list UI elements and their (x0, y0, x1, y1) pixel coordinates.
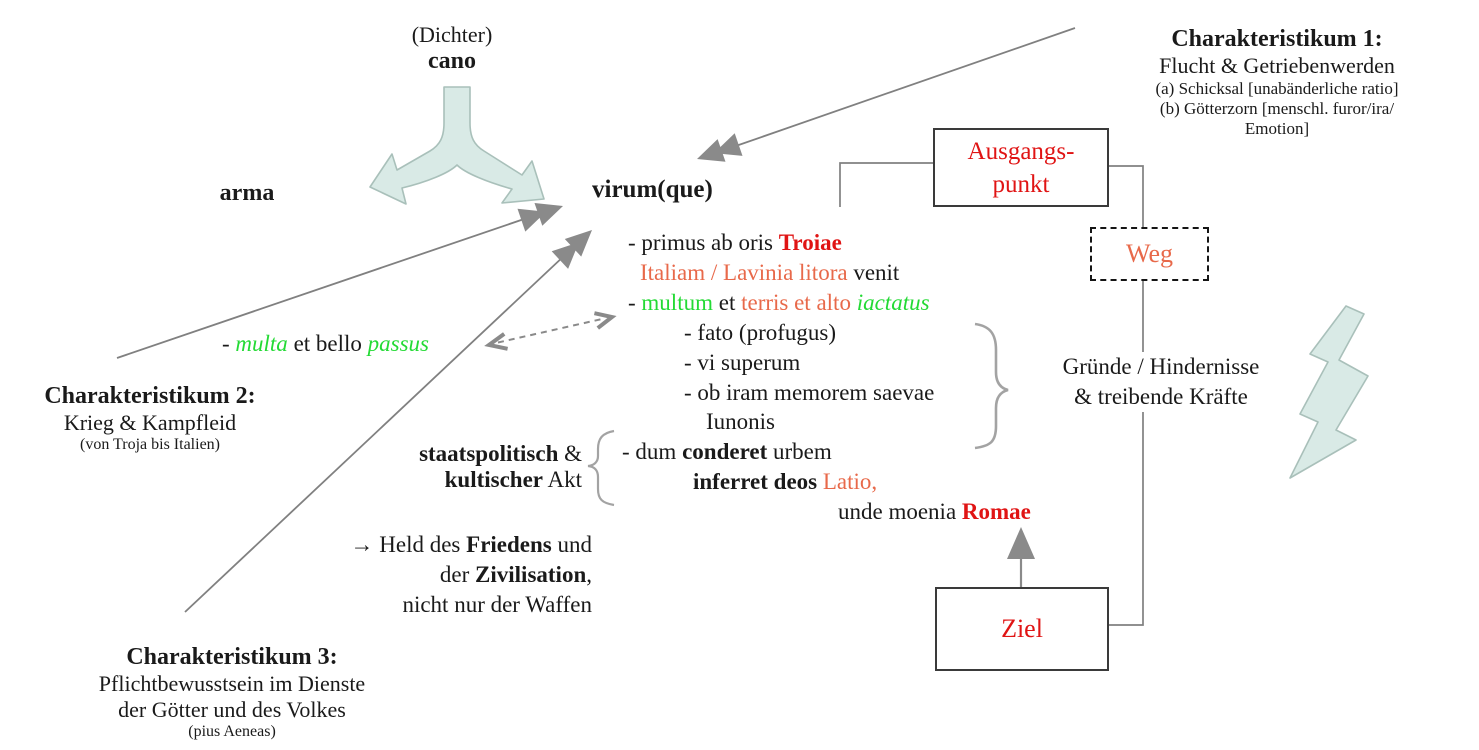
cano-label: cano (428, 48, 476, 74)
romae-word: Romae (961, 499, 1031, 524)
latin-troiae: Troiae (778, 230, 842, 255)
ausgangspunkt-line2: punkt (992, 170, 1050, 198)
staats-rest1: & (558, 441, 582, 466)
ausgangspunkt-box: Ausgangs- punkt (933, 128, 1109, 207)
dum-pre: - dum (622, 439, 683, 464)
char1-a: (a) Schicksal [unabänderliche ratio] (1155, 79, 1399, 98)
staats-bold1: staatspolitisch (419, 441, 559, 466)
ausgangspunkt-line1: Ausgangs- (967, 137, 1075, 165)
latin-line1-pre: - primus ab oris (628, 230, 779, 255)
dum-conderet: conderet (682, 439, 768, 464)
latin-sub2: - vi superum (684, 350, 801, 375)
multa-word: multa (235, 331, 288, 356)
latin-multum: multum (641, 290, 713, 315)
staats-rest2: Akt (543, 467, 582, 492)
held-l2-post: , (586, 562, 592, 587)
arrow-char3-to-virum (184, 230, 592, 613)
latin-sub3: - ob iram memorem saevae (684, 380, 935, 405)
char2-line: Krieg & Kampfleid (63, 410, 237, 435)
arrow-char2-to-virum (116, 203, 563, 359)
held-block: → Held des Friedens und der Zivilisation… (351, 530, 592, 620)
gruende-line2: & treibende Kräfte (1074, 384, 1248, 409)
dum-post: urbem (767, 439, 832, 464)
staats-line2: kultischer Akt (419, 467, 582, 493)
ziel-label: Ziel (1001, 614, 1043, 643)
char2-paren: (von Troja bis Italien) (80, 436, 220, 453)
char1-block: Charakteristikum 1: Flucht & Getriebenwe… (1107, 26, 1447, 139)
held-l1-post: und (551, 532, 593, 557)
held-zivilisation: Zivilisation (475, 562, 587, 587)
weg-box: Weg (1090, 227, 1209, 281)
brace-staats (587, 429, 615, 507)
gruende-line1: Gründe / Hindernisse (1062, 354, 1260, 379)
passus-word: passus (367, 331, 430, 356)
dum-line2: inferret deos Latio, (693, 469, 877, 495)
brace-causes (974, 322, 1009, 450)
connector-weg-to-ziel (1106, 277, 1144, 626)
char3-paren: (pius Aeneas) (188, 723, 276, 740)
multa-line: - multa et bello passus (222, 331, 429, 357)
lightning-bolt-shape (1289, 305, 1369, 479)
held-friedens: Friedens (466, 532, 552, 557)
char1-b2: Emotion] (1244, 119, 1310, 138)
latin-iactatus: iactatus (856, 290, 930, 315)
latin-line2: Italiam / Lavinia litora venit (640, 260, 899, 286)
dashed-double-arrow (484, 311, 617, 351)
fork-arrow-shape (369, 86, 545, 205)
latin-sub1: - fato (profugus) (684, 320, 837, 345)
ziel-box: Ziel (935, 587, 1109, 671)
unde-moenia: unde moenia (838, 499, 962, 524)
staats-block: staatspolitisch & kultischer Akt (419, 441, 582, 493)
latin-line1: - primus ab oris Troiae (628, 230, 842, 256)
held-line3: nicht nur der Waffen (402, 592, 592, 617)
char3-block: Charakteristikum 3: Pflichtbewusstsein i… (62, 644, 402, 741)
char1-title: Charakteristikum 1: (1171, 26, 1383, 52)
staats-bold2: kultischer (444, 467, 544, 492)
char2-title: Charakteristikum 2: (44, 383, 256, 409)
dichter-cano-label: (Dichter) cano (352, 22, 552, 75)
ausgangspunkt-label: Ausgangs- punkt (968, 135, 1075, 201)
latin-line3: - multum et terris et alto iactatus (628, 290, 930, 316)
held-l1-pre: → Held des (350, 532, 467, 557)
connector-start-to-troiae (839, 162, 933, 207)
char1-b1: (b) Götterzorn [menschl. furor/ira/ (1159, 99, 1395, 118)
latio-word: Latio, (817, 469, 878, 494)
char3-line1: Pflichtbewusstsein im Dienste (98, 671, 366, 696)
arrow-ziel-to-romae (1007, 527, 1035, 587)
latin-venit: venit (847, 260, 900, 285)
held-l2-pre: der (439, 562, 476, 587)
dichter-label: (Dichter) (411, 22, 493, 47)
held-line2: der Zivilisation, (351, 560, 592, 590)
multa-dash: - (222, 331, 236, 356)
latin-line3-et: et (712, 290, 742, 315)
virum-label: virum(que) (592, 176, 713, 203)
connector-start-to-weg (1105, 165, 1144, 227)
inferret-deos: inferret deos (693, 469, 818, 494)
dum-line3: unde moenia Romae (838, 499, 1031, 525)
char3-line2: der Götter und des Volkes (118, 697, 346, 722)
held-line1: → Held des Friedens und (351, 530, 592, 560)
staats-line1: staatspolitisch & (419, 441, 582, 467)
latin-italiam: Italiam / Lavinia litora (640, 260, 848, 285)
latin-terris: terris et alto (741, 290, 851, 315)
arrow-char1-to-virum (697, 27, 1076, 162)
multa-mid: et bello (287, 331, 368, 356)
latin-sub4: Iunonis (706, 409, 775, 434)
char2-block: Charakteristikum 2: Krieg & Kampfleid (v… (20, 383, 280, 454)
latin-line3-dash: - (628, 290, 642, 315)
arma-label: arma (219, 180, 275, 206)
char3-title: Charakteristikum 3: (126, 644, 338, 670)
dum-line1: - dum conderet urbem (622, 439, 832, 465)
weg-label: Weg (1126, 239, 1173, 268)
char1-line: Flucht & Getriebenwerden (1159, 53, 1395, 78)
gruende-block: Gründe / Hindernisse & treibende Kräfte (1042, 352, 1280, 412)
